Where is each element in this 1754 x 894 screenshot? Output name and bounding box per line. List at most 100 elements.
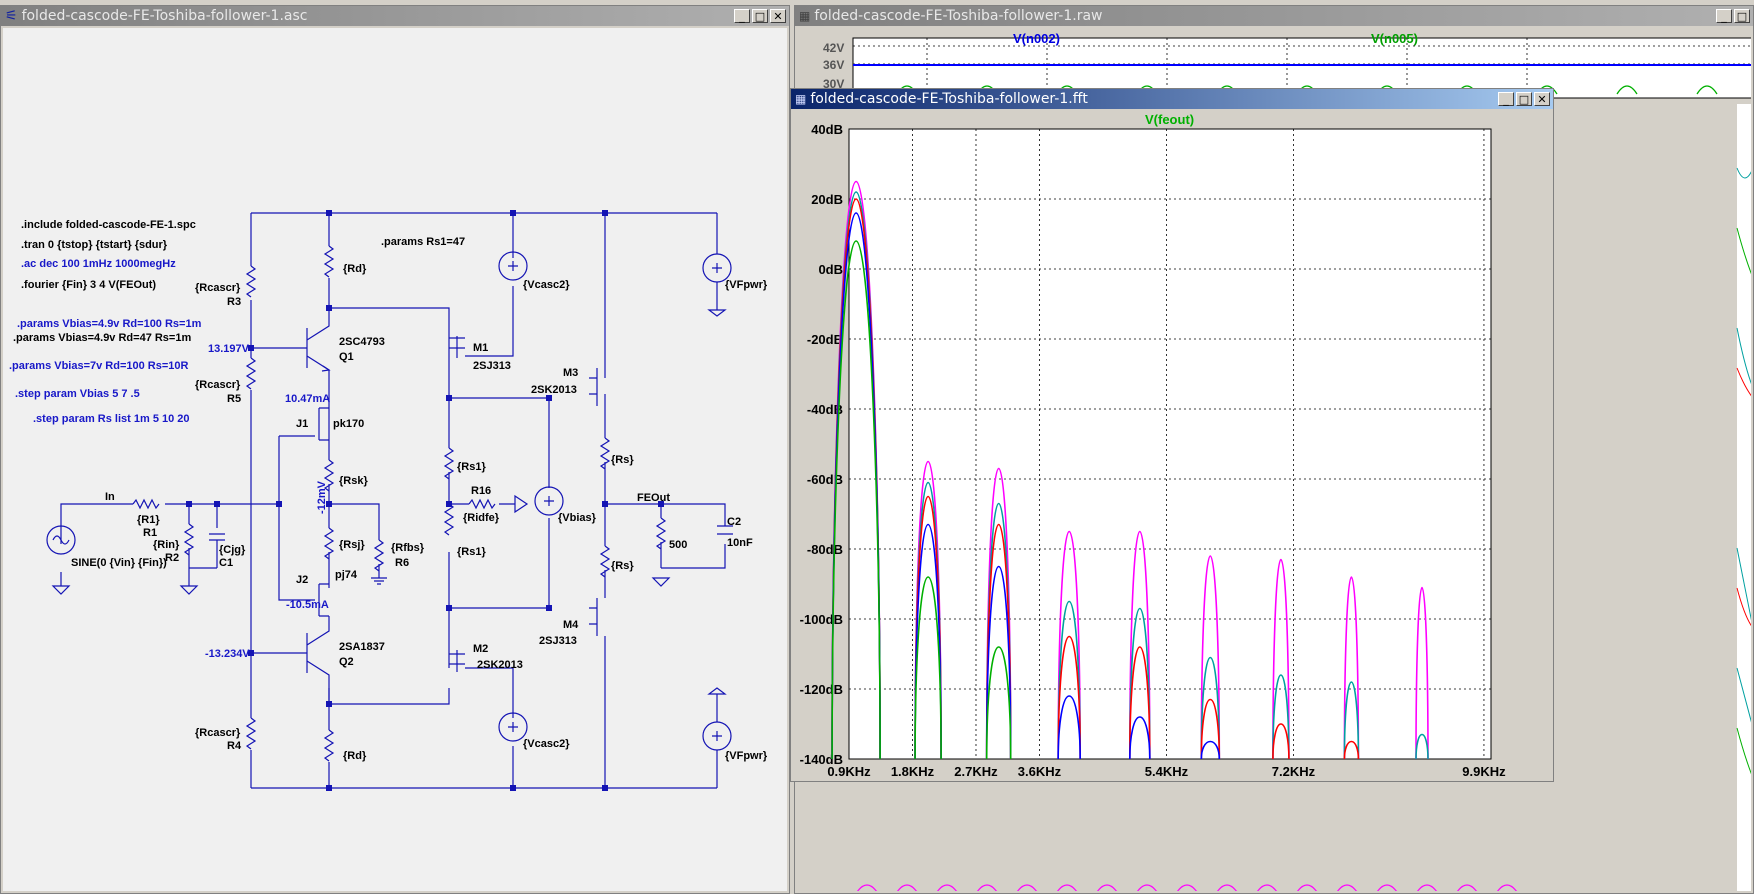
schematic-titlebar[interactable]: ⚟ folded-cascode-FE-Toshiba-follower-1.a… — [1, 6, 789, 26]
m1-part: 2SJ313 — [473, 360, 511, 372]
y-tick-label: -100dB — [800, 612, 843, 627]
schematic-canvas[interactable]: .include folded-cascode-FE-1.spc .tran 0… — [3, 28, 787, 891]
close-button[interactable]: ✕ — [770, 9, 786, 23]
q2-base-voltage: -13.234V — [205, 648, 250, 660]
j1-part: pk170 — [333, 418, 364, 430]
m2-part: 2SK2013 — [477, 659, 523, 671]
fft-series-trace — [831, 212, 1221, 760]
r1-label: R1 — [143, 527, 157, 539]
y-tick-label: -40dB — [807, 402, 843, 417]
fft-minimize-button[interactable]: _ — [1498, 92, 1514, 106]
minimize-button[interactable]: _ — [734, 9, 750, 23]
x-tick-label: 9.9KHz — [1462, 764, 1506, 779]
y-tick-label: -20dB — [807, 332, 843, 347]
rfbs-value: {Rfbs} — [391, 542, 425, 554]
fft-title: folded-cascode-FE-Toshiba-follower-1.fft — [810, 91, 1088, 107]
y-tick-label: 0dB — [818, 262, 843, 277]
fft-series-trace — [831, 198, 1360, 760]
x-tick-label: 0.9KHz — [827, 764, 871, 779]
raw-trace-label-1[interactable]: V(n002) — [1013, 31, 1060, 46]
waveform-icon: ▦ — [799, 9, 811, 23]
vbias-value: {Vbias} — [558, 512, 597, 524]
y-tick-label: -80dB — [807, 542, 843, 557]
fft-series-trace — [831, 191, 1429, 760]
waveform-icon: ▦ — [795, 92, 807, 106]
step-directive-2[interactable]: .step param Rs list 1m 5 10 20 — [33, 413, 190, 425]
fft-maximize-button[interactable]: □ — [1516, 92, 1532, 106]
fft-window[interactable]: ▦ folded-cascode-FE-Toshiba-follower-1.f… — [790, 88, 1554, 782]
include-directive[interactable]: .include folded-cascode-FE-1.spc — [21, 219, 196, 231]
raw-minimize-button[interactable]: _ — [1716, 9, 1732, 23]
plot-frame — [848, 128, 1492, 760]
rsk-value: {Rsk} — [339, 475, 368, 487]
raw-y-tick-36: 36V — [823, 58, 844, 72]
rs1-bottom-value: {Rs1} — [457, 546, 486, 558]
fft-close-button[interactable]: ✕ — [1534, 92, 1550, 106]
params-directive-3[interactable]: .params Vbias=7v Rd=100 Rs=10R — [9, 360, 189, 372]
raw-trace-label-2[interactable]: V(n005) — [1371, 31, 1418, 46]
schematic-title: folded-cascode-FE-Toshiba-follower-1.asc — [21, 8, 308, 24]
rin-value: {Rin} — [153, 539, 180, 551]
schematic-drawing: .include folded-cascode-FE-1.spc .tran 0… — [9, 210, 768, 791]
j1-label: J1 — [296, 418, 308, 430]
midpoint-voltage: -12mV — [316, 480, 328, 514]
maximize-button[interactable]: □ — [752, 9, 768, 23]
y-tick-label: -120dB — [800, 682, 843, 697]
m4-part: 2SJ313 — [539, 635, 577, 647]
raw-title: folded-cascode-FE-Toshiba-follower-1.raw — [814, 8, 1103, 24]
y-tick-label: 20dB — [811, 192, 843, 207]
r-load-value: 500 — [669, 539, 687, 551]
params-rs1-directive[interactable]: .params Rs1=47 — [381, 236, 465, 248]
rd-bottom-value: {Rd} — [343, 750, 367, 762]
rd-top-value: {Rd} — [343, 263, 367, 275]
rs1-top-value: {Rs1} — [457, 461, 486, 473]
q2-part: 2SA1837 — [339, 641, 385, 653]
vcasc2-bottom-value: {Vcasc2} — [523, 738, 570, 750]
fft-titlebar[interactable]: ▦ folded-cascode-FE-Toshiba-follower-1.f… — [791, 89, 1553, 109]
m4-label: M4 — [563, 619, 579, 631]
params-directive-1[interactable]: .params Vbias=4.9v Rd=100 Rs=1m — [17, 318, 202, 330]
q2-label: Q2 — [339, 656, 354, 668]
fft-series-trace — [831, 240, 1012, 760]
fft-plot-area[interactable]: 40dB 20dB 0dB -20dB -40dB -60dB -80dB -100dB -12… — [793, 111, 1551, 779]
c2-value: 10nF — [727, 537, 753, 549]
step-directive-1[interactable]: .step param Vbias 5 7 .5 — [15, 388, 140, 400]
raw-y-tick-42: 42V — [823, 41, 844, 55]
j1-current: 10.47mA — [285, 393, 330, 405]
m1-label: M1 — [473, 342, 488, 354]
ac-directive[interactable]: .ac dec 100 1mHz 1000megHz — [21, 258, 176, 270]
raw-titlebar[interactable]: ▦ folded-cascode-FE-Toshiba-follower-1.r… — [795, 6, 1753, 26]
cjg-value: {Cjg} — [219, 544, 246, 556]
q1-part: 2SC4793 — [339, 336, 385, 348]
j2-current: -10.5mA — [286, 599, 329, 611]
trace-label-feout[interactable]: V(feout) — [1145, 112, 1194, 127]
r1-value: {R1} — [137, 514, 160, 526]
r2-label: R2 — [165, 552, 179, 564]
j2-part: pj74 — [335, 569, 358, 581]
fourier-directive[interactable]: .fourier {Fin} 3 4 V(FEOut) — [21, 279, 156, 291]
vfpwr-top-value: {VFpwr} — [725, 279, 768, 291]
tran-directive[interactable]: .tran 0 {tstop} {tstart} {sdur} — [21, 239, 168, 251]
r3-label: R3 — [227, 296, 241, 308]
y-tick-label: -60dB — [807, 472, 843, 487]
rsj-value: {Rsj} — [339, 539, 365, 551]
raw-maximize-button[interactable]: □ — [1734, 9, 1750, 23]
c1-label: C1 — [219, 557, 233, 569]
r6-label: R6 — [395, 557, 409, 569]
r5-label: R5 — [227, 393, 241, 405]
r16-label: R16 — [471, 485, 491, 497]
x-tick-label: 3.6KHz — [1018, 764, 1062, 779]
rs-bottom-value: {Rs} — [611, 560, 634, 572]
params-directive-2[interactable]: .params Vbias=4.9v Rd=47 Rs=1m — [13, 332, 191, 344]
vcasc2-top-value: {Vcasc2} — [523, 279, 570, 291]
y-tick-label: 40dB — [811, 122, 843, 137]
sine-source-value: SINE(0 {Vin} {Fin}) — [71, 557, 167, 569]
r3-value: {Rcascr} — [195, 282, 241, 294]
fft-series-trace — [831, 180, 1429, 760]
x-tick-label: 5.4KHz — [1145, 764, 1189, 779]
r4-label: R4 — [227, 740, 242, 752]
schematic-window[interactable]: ⚟ folded-cascode-FE-Toshiba-follower-1.a… — [0, 5, 790, 894]
q1-label: Q1 — [339, 351, 354, 363]
fft-chart[interactable]: 40dB 20dB 0dB -20dB -40dB -60dB -80dB -100dB -12… — [793, 111, 1551, 779]
ridfe-value: {Ridfe} — [463, 512, 500, 524]
